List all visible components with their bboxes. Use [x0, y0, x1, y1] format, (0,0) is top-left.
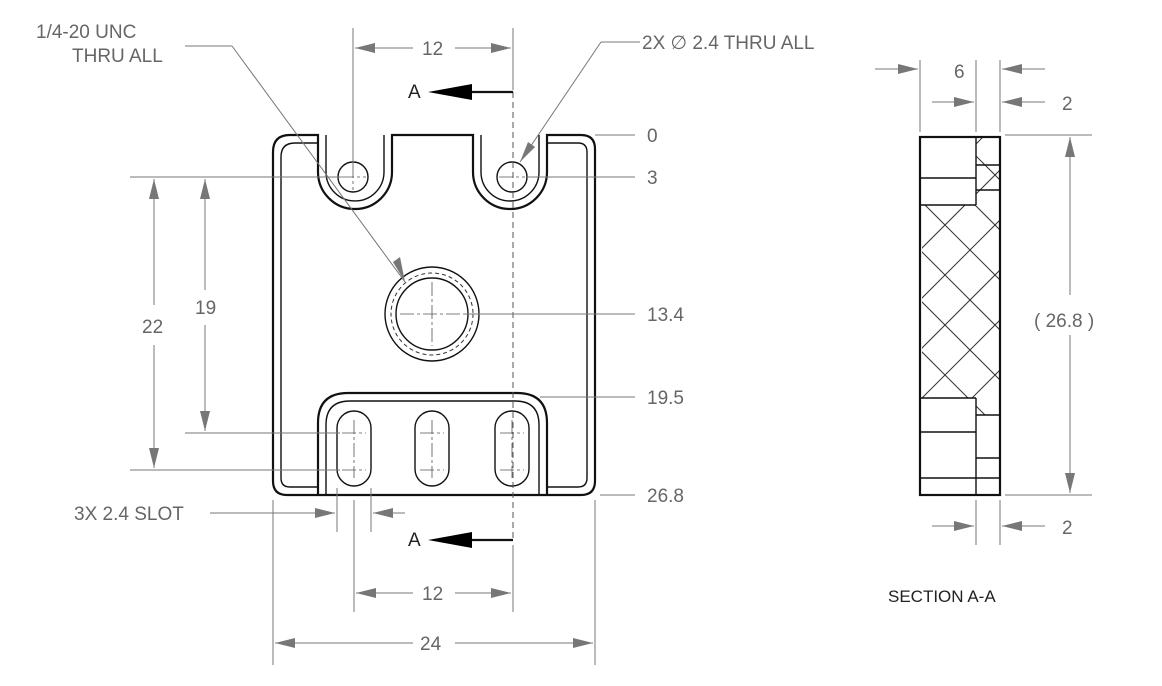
ord-19-5: 19.5 — [647, 388, 684, 409]
dim-section-bottom-step: 2 — [1062, 518, 1073, 539]
dim-bottom-width: 12 — [422, 584, 443, 605]
plate-outline — [271, 133, 597, 497]
ord-26-8: 26.8 — [647, 486, 684, 507]
slot-left — [336, 410, 372, 487]
dim-top-width: 12 — [422, 39, 443, 60]
slot-right — [494, 410, 530, 487]
slot-middle — [414, 410, 450, 487]
ord-3: 3 — [647, 168, 658, 189]
ord-13-4: 13.4 — [647, 305, 684, 326]
bottom-pocket-inner — [325, 400, 540, 495]
section-view: 6 2 2 ( 26.8 ) SECTION A-A — [875, 60, 1094, 606]
section-label-bottom: A — [408, 530, 421, 551]
dim-section-height: ( 26.8 ) — [1034, 311, 1094, 332]
dim-overall-width: 24 — [420, 634, 442, 655]
section-title: SECTION A-A — [888, 587, 996, 606]
note-holes: 2X ∅ 2.4 THRU ALL — [642, 33, 815, 54]
note-slots: 3X 2.4 SLOT — [74, 504, 184, 525]
top-relief-right-inner — [480, 135, 540, 202]
dim-left-outer: 22 — [142, 317, 163, 338]
section-marker-bottom: A — [408, 530, 513, 551]
plate-inner-offset — [280, 142, 318, 488]
top-relief-left-inner — [325, 135, 385, 202]
section-outline — [918, 135, 1002, 497]
dim-left-inner: 19 — [195, 298, 216, 319]
note-tap-line2: THRU ALL — [72, 46, 163, 67]
front-dimensions: 12 12 24 22 19 0 3 — [36, 22, 815, 665]
note-tap-line1: 1/4-20 UNC — [36, 22, 136, 43]
ord-0: 0 — [647, 126, 658, 147]
section-label-top: A — [408, 82, 421, 103]
dim-section-top-step: 2 — [1062, 94, 1073, 115]
bottom-pocket — [316, 391, 549, 495]
front-view: A A — [271, 82, 597, 551]
section-hatch — [922, 138, 1000, 415]
section-marker-top: A — [408, 82, 513, 103]
center-marks — [340, 164, 525, 478]
dim-section-thickness: 6 — [954, 62, 965, 83]
plate-inner-offset-right — [547, 142, 588, 488]
